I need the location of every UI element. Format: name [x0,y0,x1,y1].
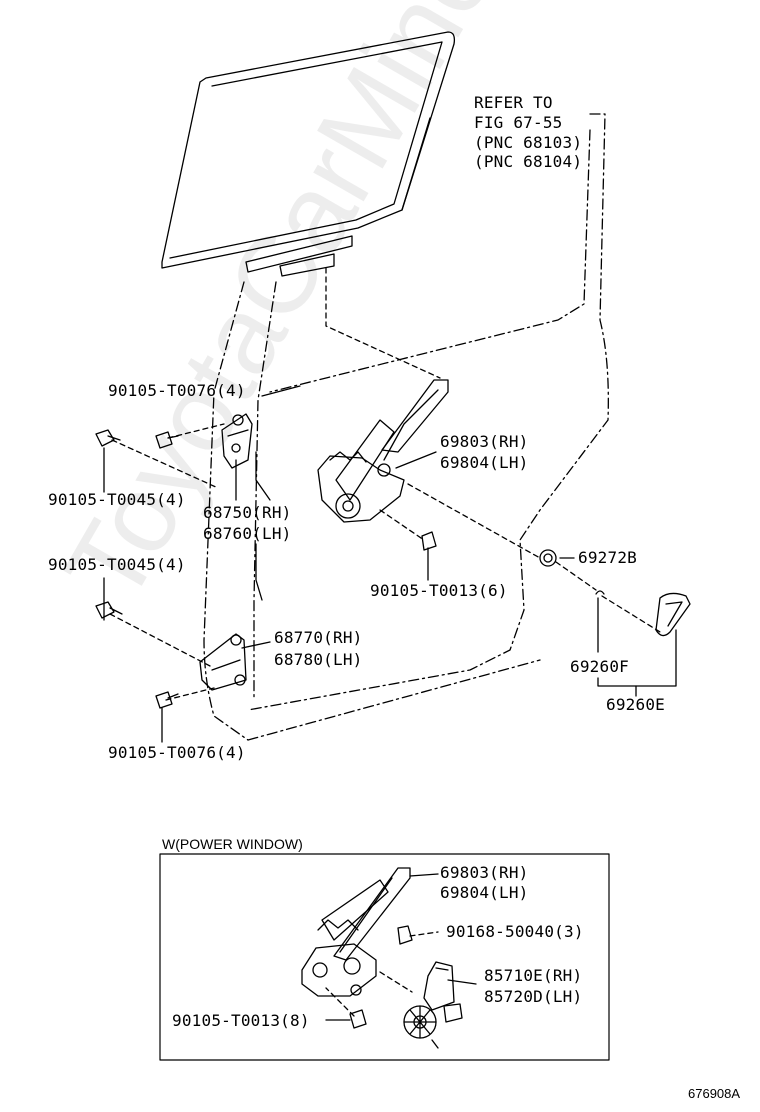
callout-bolt-t0013[interactable]: 90105-T0013(6) [370,581,508,600]
window-regulator [317,379,449,523]
refer-note-line4: (PNC 68104) [474,152,583,171]
callout-pw-screw[interactable]: 90168-50040(3) [446,922,584,941]
callout-pw-motor-rh[interactable]: 85710E(RH) [484,966,583,985]
refer-note-line1: REFER TO [474,93,553,112]
callout-hinge-lower-rh[interactable]: 68770(RH) [274,628,363,647]
door-glass [161,31,456,277]
callout-handle-assy[interactable]: 69260E [606,695,665,714]
callout-hinge-lower-lh[interactable]: 68780(LH) [274,650,363,669]
pw-regulator [301,867,411,997]
callout-bolt-t0045-lower[interactable]: 90105-T0045(4) [48,555,186,574]
callout-regulator-lh[interactable]: 69804(LH) [440,453,529,472]
leader-lines-solid [103,117,677,1021]
seal-ring [539,549,557,567]
callout-bolt-t0076-top[interactable]: 90105-T0076(4) [108,381,246,400]
pw-motor [403,961,463,1049]
refer-note-line3: (PNC 68103) [474,133,583,152]
callout-hinge-upper-lh[interactable]: 68760(LH) [203,524,292,543]
power-window-title: W(POWER WINDOW) [162,836,303,852]
leader-lines [109,267,661,1017]
callout-seal[interactable]: 69272B [578,548,637,567]
bolt-icons [95,429,437,1029]
power-window-box [159,853,610,1061]
callout-bolt-t0076-bottom[interactable]: 90105-T0076(4) [108,743,246,762]
callout-hinge-upper-rh[interactable]: 68750(RH) [203,503,292,522]
callout-bolt-t0045-upper[interactable]: 90105-T0045(4) [48,490,186,509]
callout-handle-part[interactable]: 69260F [570,657,629,676]
callout-regulator-rh[interactable]: 69803(RH) [440,432,529,451]
callout-pw-regulator-rh[interactable]: 69803(RH) [440,863,529,882]
callout-pw-regulator-lh[interactable]: 69804(LH) [440,883,529,902]
callout-pw-motor-lh[interactable]: 85720D(LH) [484,987,583,1006]
upper-hinge [221,413,253,469]
figure-id: 676908A [688,1086,741,1101]
inside-handle [595,590,691,637]
refer-note-line2: FIG 67-55 [474,113,563,132]
lower-hinge [199,633,247,691]
callout-pw-bolt[interactable]: 90105-T0013(8) [172,1011,310,1030]
door-outline [203,113,609,741]
